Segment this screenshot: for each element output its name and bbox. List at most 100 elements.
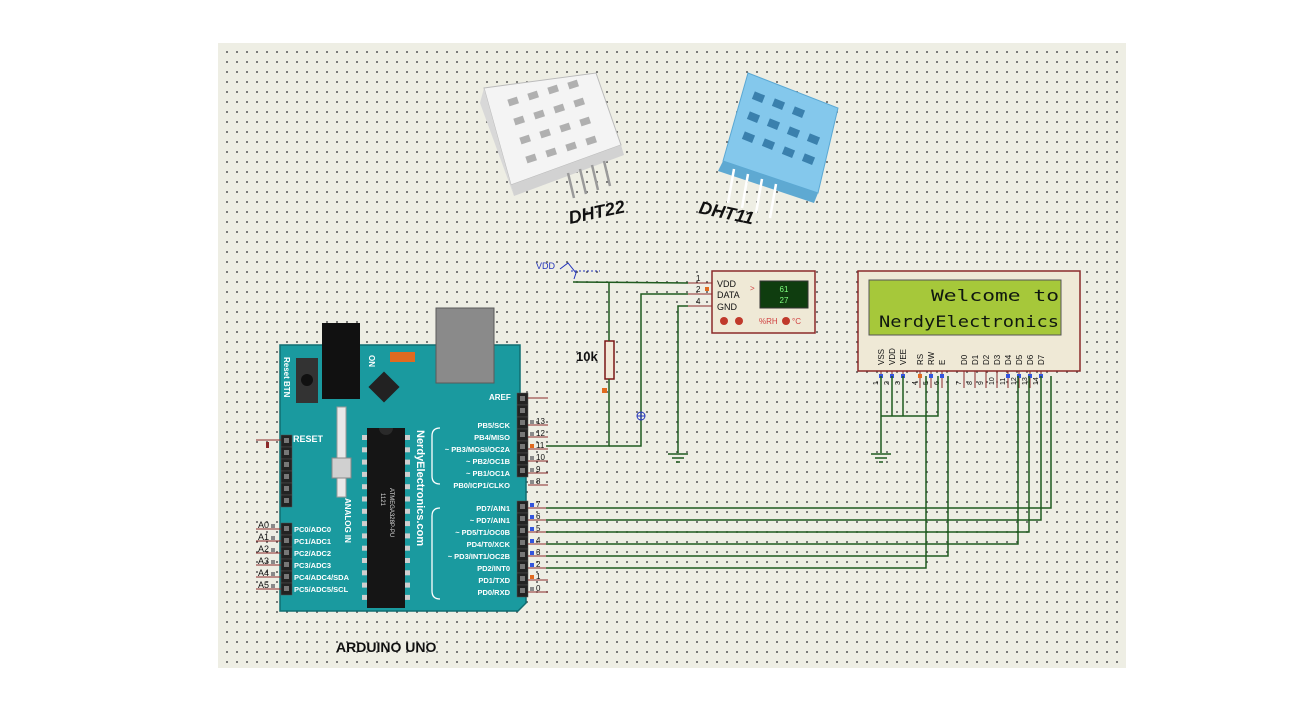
lcd-pin-label: D3: [993, 354, 1002, 365]
dht-button-icon[interactable]: [735, 317, 743, 325]
mcu-pin: [362, 496, 367, 502]
header-socket-hole: [284, 498, 289, 503]
usb-connector: [435, 307, 495, 384]
lcd-pin-number: 3: [895, 381, 902, 385]
digital-pin-state: [530, 503, 534, 507]
digital-pin-state: [530, 587, 534, 591]
analog-pin-label: PC5/ADC5/SCL: [294, 585, 349, 594]
header-socket-hole: [284, 474, 289, 479]
lcd-pin-label: D0: [960, 354, 969, 365]
mcu-pin: [405, 533, 410, 539]
header-socket-hole: [284, 526, 289, 531]
digital-pin-label: ~ PD5/T1/OC0B: [455, 528, 510, 537]
header-socket-hole: [520, 420, 525, 425]
digital-pin-label: ~ PD7/AIN1: [470, 516, 510, 525]
analog-in-label: ANALOG IN: [343, 498, 352, 543]
vdd-terminal: VDD: [536, 261, 600, 280]
mcu-pin: [362, 521, 367, 527]
analog-pin-name: A2: [258, 544, 269, 554]
digital-pin-label: ~ PB3/MOSI/OC2A: [445, 445, 511, 454]
power-jack: [322, 323, 360, 399]
svg-text:VDD: VDD: [536, 261, 556, 271]
dht-pin-vdd: VDD: [717, 279, 737, 289]
schematic-sheet: DHT22 DHT11 VDD: [218, 43, 1126, 668]
header-socket-hole: [520, 576, 525, 581]
mcu-pin: [405, 471, 410, 477]
lcd-display: Welcome to NerdyElectronics VSS1VDD2VEE3…: [857, 270, 1081, 388]
header-socket-hole: [520, 552, 525, 557]
lcd-pin-state: [929, 374, 933, 378]
mcu-pin: [405, 484, 410, 490]
dht-display-line1: 61: [780, 285, 789, 294]
mcu-pin: [405, 447, 410, 453]
lcd-pin-label: VEE: [899, 349, 908, 365]
digital-pin-number: 5: [536, 524, 541, 533]
analog-pin-state: [271, 548, 275, 552]
digital-pin-number: 8: [536, 477, 541, 486]
lcd-pin-number: 7: [956, 381, 963, 385]
resistor-value: 10k: [576, 349, 598, 364]
digital-pin-label: PD7/AIN1: [476, 504, 510, 513]
lcd-pin-state: [1028, 374, 1032, 378]
digital-pin-label: ~ PB2/OC1B: [466, 457, 511, 466]
lcd-pin-state: [940, 374, 944, 378]
digital-pin-number: 4: [536, 536, 541, 545]
lcd-pin-number: 9: [978, 381, 985, 385]
analog-pin-state: [271, 584, 275, 588]
header-socket-hole: [284, 450, 289, 455]
lcd-pin-label: VSS: [877, 349, 886, 365]
analog-pin-name: A1: [258, 532, 269, 542]
brand-label: NerdyElectronics.com: [414, 430, 426, 546]
digital-pin-state: [530, 563, 534, 567]
dht-display-line2: 27: [780, 296, 789, 305]
mcu-chip: [367, 428, 405, 608]
lcd-pin-number: 14: [1033, 377, 1040, 385]
header-socket-hole: [284, 538, 289, 543]
dht-unit-label: %RH: [759, 317, 778, 326]
lcd-pin-number: 4: [912, 381, 919, 385]
svg-text:>: >: [750, 284, 755, 293]
header-socket-hole: [284, 486, 289, 491]
mcu-pin: [405, 545, 410, 551]
digital-pin-label: ~ PD3/INT1/OC2B: [448, 552, 511, 561]
analog-pin-state: [271, 572, 275, 576]
lcd-pin-label: D1: [971, 354, 980, 365]
lcd-pin-label: D6: [1026, 354, 1035, 365]
mcu-pin: [362, 570, 367, 576]
lcd-pin-number: 8: [967, 381, 974, 385]
header-socket-hole: [520, 408, 525, 413]
dht-button-icon[interactable]: [720, 317, 728, 325]
lcd-pin-number: 2: [884, 381, 891, 385]
lcd-pin-label: D4: [1004, 354, 1013, 365]
digital-pin-label: PD2/INT0: [477, 564, 510, 573]
digital-pin-number: 2: [536, 560, 541, 569]
on-led: [390, 352, 415, 362]
arduino-board: Reset BTN ON RESET ANALOG IN 1121 ATMEGA…: [256, 307, 548, 612]
digital-pin-state: [530, 515, 534, 519]
reset-btn-label: Reset BTN: [282, 357, 291, 398]
header-socket-hole: [284, 550, 289, 555]
mcu-pin: [405, 496, 410, 502]
dht-button-icon[interactable]: [782, 317, 790, 325]
mcu-pin: [362, 471, 367, 477]
lcd-pin-number: 10: [989, 377, 996, 385]
header-socket-hole: [520, 528, 525, 533]
lcd-pin-label: D7: [1037, 354, 1046, 365]
digital-pin-state: [530, 420, 534, 424]
digital-pin-state: [530, 432, 534, 436]
digital-pin-label: PB0/ICP1/CLKO: [453, 481, 510, 490]
digital-pin-label: PD4/T0/XCK: [467, 540, 511, 549]
header-socket-hole: [284, 586, 289, 591]
lcd-pin-label: D2: [982, 354, 991, 365]
analog-pin-label: PC4/ADC4/SDA: [294, 573, 350, 582]
digital-pin-number: 0: [536, 584, 541, 593]
header-socket-hole: [520, 444, 525, 449]
dht11-label: DHT11: [697, 197, 756, 228]
lcd-pin-number: 12: [1011, 377, 1018, 385]
svg-text:1121: 1121: [379, 493, 385, 507]
mcu-pin: [362, 435, 367, 440]
reset-label: RESET: [293, 434, 324, 444]
digital-pin-state: [530, 456, 534, 460]
mcu-label: ATMEGA328P-PU: [388, 488, 394, 537]
digital-pin-state: [530, 468, 534, 472]
